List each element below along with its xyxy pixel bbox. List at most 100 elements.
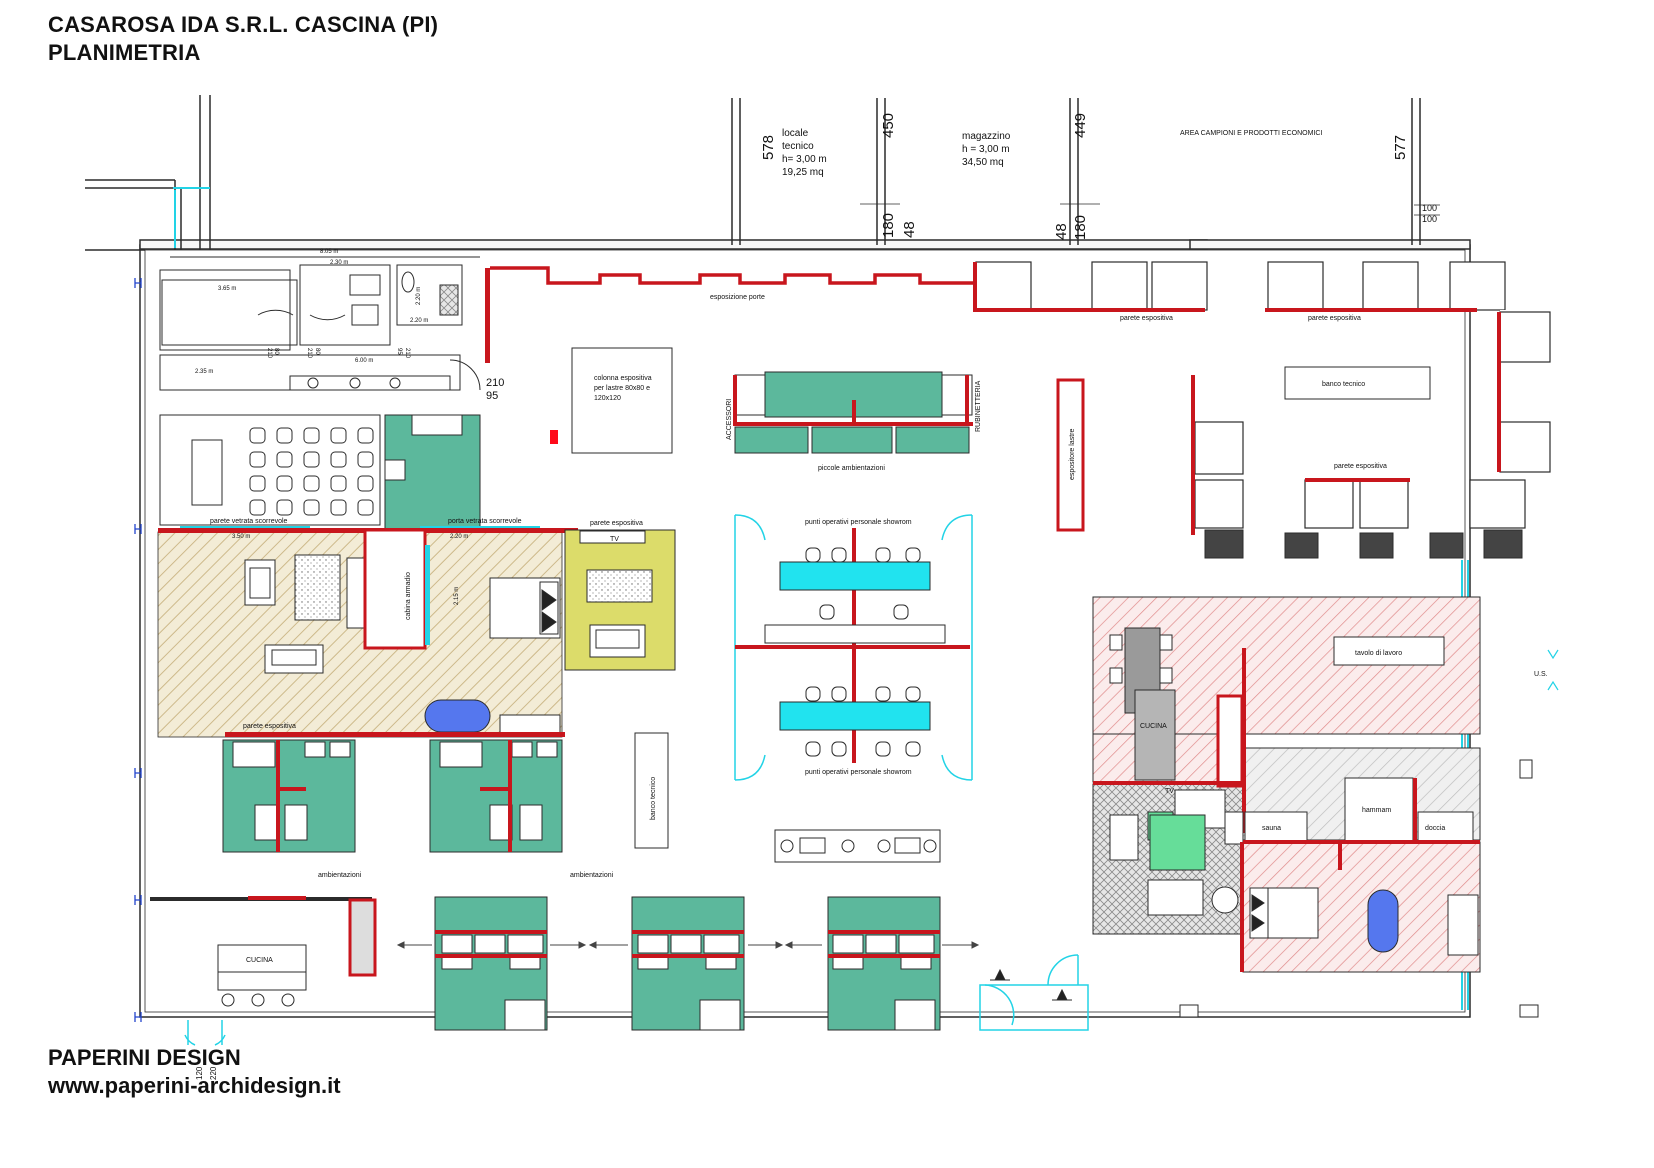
- label-hammam: hammam: [1362, 807, 1391, 814]
- dim-2-15: 2.15 m: [454, 587, 460, 605]
- desk-chair: [831, 547, 847, 563]
- svg-text:180: 180: [880, 213, 897, 238]
- chair: [330, 451, 347, 468]
- desk-chair: [905, 741, 921, 757]
- upper-rooms-labels: locale tecnico h= 3,00 m 19,25 mq magazz…: [782, 128, 1322, 178]
- drawing-title: CASAROSA IDA S.R.L. CASCINA (PI): [48, 12, 439, 37]
- label-parete-espositiva-tv: parete espositiva: [590, 520, 643, 527]
- svg-text:locale: locale: [782, 128, 809, 139]
- dim-210: 210: [486, 377, 504, 389]
- svg-text:95: 95: [396, 348, 402, 355]
- svg-text:2.20 m: 2.20 m: [416, 287, 422, 305]
- chair: [303, 475, 320, 492]
- chair: [330, 475, 347, 492]
- svg-text:19,25 mq: 19,25 mq: [782, 167, 824, 178]
- dim-2-20: 2.20 m: [450, 534, 468, 540]
- chair: [249, 427, 266, 444]
- dim-120: 120: [195, 1066, 204, 1080]
- label-espositore-lastre: espositore lastre: [1069, 429, 1076, 480]
- label-ambientazioni-left: ambientazioni: [318, 872, 362, 879]
- label-banco-tecnico-center: banco tecnico: [650, 777, 657, 820]
- svg-text:120x120: 120x120: [594, 395, 621, 402]
- label-piccole-ambientazioni: piccole ambientazioni: [818, 465, 885, 472]
- banco-tecnico-center: [634, 732, 669, 849]
- svg-text:2.35 m: 2.35 m: [195, 369, 213, 375]
- arrows: [396, 941, 980, 949]
- label-parete-espositiva-n2: parete espositiva: [1308, 315, 1361, 322]
- chair: [303, 499, 320, 516]
- label-cucina-left: CUCINA: [246, 957, 273, 964]
- chair: [330, 427, 347, 444]
- label-sauna: sauna: [1262, 825, 1281, 832]
- label-ambientazioni-center: ambientazioni: [570, 872, 614, 879]
- desk-chair: [893, 604, 909, 620]
- label-us: U.S.: [1534, 671, 1548, 678]
- cucina-furniture: [1093, 627, 1479, 956]
- desk-cross: [735, 528, 970, 763]
- svg-text:180: 180: [1072, 215, 1089, 240]
- svg-text:80: 80: [273, 348, 279, 355]
- label-parete-espositiva-n1: parete espositiva: [1120, 315, 1173, 322]
- svg-text:AREA CAMPIONI E PRODOTTI ECONO: AREA CAMPIONI E PRODOTTI ECONOMICI: [1180, 130, 1322, 137]
- chair: [303, 427, 320, 444]
- svg-text:h = 3,00 m: h = 3,00 m: [962, 144, 1010, 155]
- svg-text:210: 210: [266, 348, 272, 359]
- label-parete-vetrata: parete vetrata scorrevole: [210, 518, 288, 525]
- svg-text:450: 450: [880, 113, 897, 138]
- chair: [276, 499, 293, 516]
- red-marker: [550, 430, 558, 444]
- meeting-chairs: [249, 427, 374, 516]
- company-name: PAPERINI DESIGN: [48, 1045, 241, 1070]
- chair: [303, 451, 320, 468]
- chair: [249, 499, 266, 516]
- label-esposizione-porte: esposizione porte: [710, 294, 765, 301]
- parete-espositiva-south: [1194, 421, 1409, 529]
- company-website[interactable]: www.paperini-archidesign.it: [48, 1073, 341, 1098]
- meeting-room: [159, 414, 381, 526]
- svg-text:8.05 m: 8.05 m: [320, 249, 338, 255]
- red-partition-living-bottom: [225, 732, 565, 737]
- shelf-center: [764, 624, 946, 644]
- colonna-espositiva: [571, 347, 673, 454]
- label-punti-operativi-top: punti operativi personale showrom: [805, 519, 912, 526]
- entrance-doors[interactable]: [979, 954, 1089, 1031]
- label-parete-espositiva-s: parete espositiva: [1334, 463, 1387, 470]
- chair: [276, 427, 293, 444]
- svg-text:3.65 m: 3.65 m: [218, 286, 236, 292]
- svg-text:577: 577: [1392, 135, 1409, 160]
- desk-chair: [875, 547, 891, 563]
- chair: [357, 427, 374, 444]
- chair: [276, 451, 293, 468]
- banco-tecnico-north: [1284, 366, 1431, 400]
- desk-top: [779, 561, 931, 591]
- label-tv: TV: [610, 536, 619, 543]
- label-tavolo-di-lavoro: tavolo di lavoro: [1355, 650, 1402, 657]
- desk-chair: [905, 547, 921, 563]
- chair: [357, 499, 374, 516]
- svg-text:210: 210: [404, 348, 410, 359]
- svg-text:100: 100: [1422, 203, 1437, 213]
- svg-text:2.30 m: 2.30 m: [330, 260, 348, 266]
- chair: [249, 451, 266, 468]
- svg-text:449: 449: [1072, 113, 1089, 138]
- desk-chair: [805, 547, 821, 563]
- label-banco-tecnico-north: banco tecnico: [1322, 381, 1365, 388]
- parete-espositiva-north-red: [973, 262, 1477, 312]
- desk-chair: [805, 686, 821, 702]
- desk-chair: [831, 741, 847, 757]
- svg-text:colonna espositiva: colonna espositiva: [594, 375, 652, 382]
- svg-text:h= 3,00 m: h= 3,00 m: [782, 154, 827, 165]
- parete-espositiva-east: [1469, 311, 1551, 529]
- desk-chair: [905, 686, 921, 702]
- svg-text:80: 80: [314, 348, 320, 355]
- dim-ticks: [860, 203, 1440, 216]
- label-porta-vetrata: porta vetrata scorrevole: [448, 518, 522, 525]
- label-punti-operativi-bottom: punti operativi personale showrom: [805, 769, 912, 776]
- svg-text:100: 100: [1422, 214, 1437, 224]
- label-accessori: ACCESSORI: [726, 399, 733, 440]
- south-exit-door[interactable]: [184, 1020, 226, 1046]
- svg-text:210: 210: [306, 348, 312, 359]
- upper-dimensions: 578 450 449 577 180 48 48 180 100 100: [760, 113, 1437, 240]
- chair: [249, 475, 266, 492]
- svg-text:2.20 m: 2.20 m: [410, 318, 428, 324]
